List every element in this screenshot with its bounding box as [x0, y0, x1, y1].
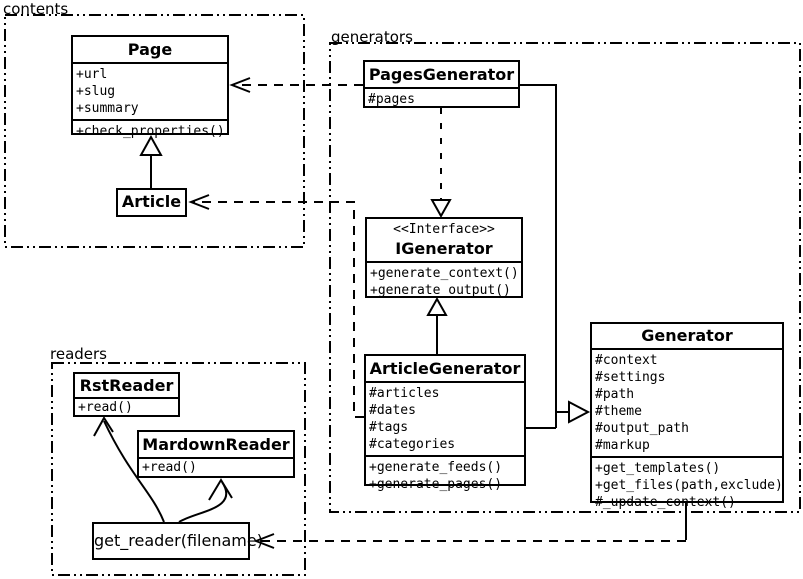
articlegenerator-method: +generate_feeds()	[369, 460, 503, 475]
class-rstreader: RstReader +read()	[73, 372, 180, 417]
rstreader-method: +read()	[78, 400, 133, 415]
association-curve-getreader-rstreader	[103, 420, 165, 523]
class-generator-methods: +get_templates() +get_files(path,exclude…	[592, 456, 783, 513]
class-article-title: Article	[121, 192, 182, 211]
hollow-triangle-arrow-igenerator-top	[430, 199, 452, 219]
mardownreader-method: +read()	[142, 460, 197, 475]
class-articlegenerator-attributes: #articles #dates #tags #categories	[366, 381, 524, 455]
class-generator: Generator #context #settings #path #them…	[590, 322, 784, 510]
class-pagesgenerator-title: PagesGenerator	[368, 65, 515, 84]
package-border-contents	[4, 14, 305, 248]
generalization-line-pagesgenerator-generator	[520, 84, 557, 428]
get-reader-label: get_reader(filename)	[94, 531, 263, 550]
open-arrowhead-rstreader	[93, 416, 114, 437]
class-page-title: Page	[127, 40, 173, 59]
class-articlegenerator: ArticleGenerator #articles #dates #tags …	[364, 354, 526, 492]
hollow-triangle-arrow-igenerator-bottom	[426, 296, 448, 316]
class-articlegenerator-methods: +generate_feeds() +generate_pages()	[366, 455, 524, 495]
igenerator-method: +generate_context()	[370, 266, 519, 281]
class-page-attributes: +url +slug +summary	[73, 62, 227, 119]
pagesgenerator-attribute: #pages	[368, 92, 415, 107]
class-article: Article	[116, 188, 187, 217]
hollow-triangle-arrow-generator	[568, 400, 591, 424]
generator-method: +get_files(path,exclude)	[595, 478, 783, 493]
generator-attribute: #output_path	[595, 421, 689, 436]
page-method: +check_properties()	[76, 124, 225, 139]
articlegenerator-attribute: #dates	[369, 403, 416, 418]
class-igenerator-title: IGenerator	[395, 239, 493, 258]
igenerator-method: +generate_output()	[370, 283, 511, 298]
class-igenerator-methods: +generate_context() +generate_output()	[367, 261, 521, 301]
open-arrowhead-page	[229, 77, 251, 93]
class-igenerator: <<Interface>> IGenerator +generate_conte…	[365, 217, 523, 298]
generator-method: #_update_context()	[595, 495, 736, 510]
generator-attribute: #settings	[595, 370, 666, 385]
class-pagesgenerator-attributes: #pages	[365, 87, 518, 110]
package-label-generators: generators	[331, 28, 413, 46]
class-generator-attributes: #context #settings #path #theme #output_…	[592, 348, 782, 456]
generator-attribute: #markup	[595, 438, 650, 453]
class-articlegenerator-title: ArticleGenerator	[369, 359, 521, 378]
class-rstreader-methods: +read()	[75, 397, 178, 416]
package-border-readers	[51, 362, 306, 576]
open-arrowhead-getreader	[253, 533, 275, 549]
dependency-line-articlegenerator-article	[192, 201, 364, 418]
class-igenerator-header: <<Interface>> IGenerator	[367, 219, 521, 261]
class-pagesgenerator: PagesGenerator #pages	[363, 60, 520, 108]
open-arrowhead-article	[188, 194, 210, 210]
open-arrowhead-mardownreader	[208, 478, 233, 501]
class-mardownreader-methods: +read()	[139, 457, 293, 476]
generator-attribute: #context	[595, 353, 658, 368]
package-label-readers: readers	[50, 345, 107, 363]
class-mardownreader-title: MardownReader	[142, 435, 290, 454]
association-curve-getreader-mardownreader	[178, 481, 228, 523]
package-label-contents: contents	[3, 0, 69, 18]
function-box-get-reader: get_reader(filename)	[92, 522, 263, 560]
articlegenerator-attribute: #articles	[369, 386, 440, 401]
articlegenerator-attribute: #tags	[369, 420, 409, 435]
class-page-methods: +check_properties()	[73, 119, 227, 142]
articlegenerator-method: +generate_pages()	[369, 477, 503, 492]
generator-method: +get_templates()	[595, 461, 721, 476]
class-mardownreader: MardownReader +read()	[137, 430, 295, 478]
class-rstreader-title: RstReader	[79, 376, 174, 395]
generator-attribute: #path	[595, 387, 635, 402]
class-page: Page +url +slug +summary +check_properti…	[71, 35, 229, 139]
class-generator-title: Generator	[641, 326, 733, 345]
page-attribute: +slug	[76, 84, 116, 99]
page-attribute: +url	[76, 67, 108, 82]
generator-attribute: #theme	[595, 404, 642, 419]
hollow-triangle-arrow-page	[139, 134, 163, 156]
package-border-generators	[329, 42, 801, 513]
igenerator-stereotype: <<Interface>>	[393, 222, 495, 237]
articlegenerator-attribute: #categories	[369, 437, 456, 452]
page-attribute: +summary	[76, 101, 139, 116]
